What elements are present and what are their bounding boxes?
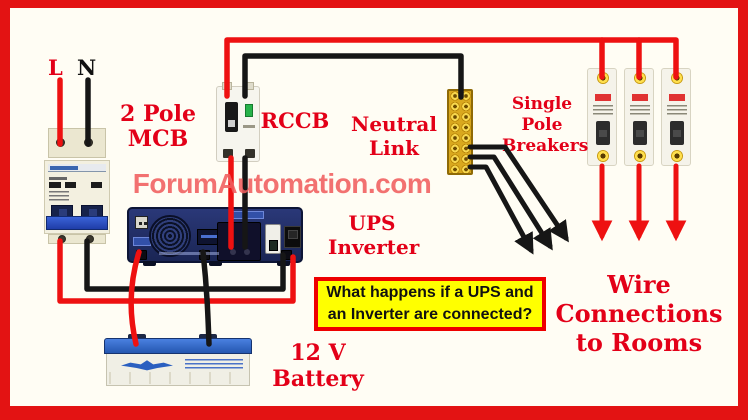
rccb-label-line xyxy=(243,125,255,128)
inverter-small-socket xyxy=(135,216,148,229)
battery-body xyxy=(106,354,250,386)
wire-neutral-to-room-arrow-2 xyxy=(467,154,553,251)
wire-neutral-to-room-arrow-3 xyxy=(467,164,534,255)
wire-neutral-to-room-arrow-1 xyxy=(467,144,569,243)
neutral-link-bar xyxy=(447,89,473,175)
inverter-foot xyxy=(143,261,156,266)
mcb-brand-strip xyxy=(48,164,106,172)
mcb-rating-box xyxy=(91,182,102,188)
breaker-spec-lines xyxy=(667,105,687,117)
battery-device xyxy=(104,334,252,388)
two-pole-mcb-device xyxy=(44,128,110,244)
wire-rccb-to-neutral-link xyxy=(242,53,464,100)
breaker-bottom-terminal xyxy=(671,150,683,162)
wire-inverter-to-battery-negative xyxy=(200,249,212,347)
breaker-red-label xyxy=(632,94,648,101)
battery-case-seams xyxy=(109,372,249,384)
breaker-toggle xyxy=(596,121,610,145)
label-2-pole-mcb: 2 Pole MCB xyxy=(120,101,196,152)
wire-mcb-to-inverter-live xyxy=(57,238,296,304)
wire-live-top-bus xyxy=(224,37,679,99)
mcb-rating-box xyxy=(49,182,61,188)
question-line-1: What happens if a UPS and xyxy=(326,284,534,302)
mcb-rating-box xyxy=(65,182,76,188)
breaker-bottom-terminal xyxy=(634,150,646,162)
watermark-forumautomation: ForumAutomation.com xyxy=(132,168,432,199)
breaker-red-label xyxy=(669,94,685,101)
label-neutral-link: Neutral Link xyxy=(351,112,437,160)
rccb-device xyxy=(216,82,260,162)
breaker-red-label xyxy=(595,94,611,101)
label-wire-connections-to-rooms: Wire Connections to Rooms xyxy=(555,270,723,357)
rccb-bottom-terminal xyxy=(245,149,255,158)
question-line-2: an Inverter are connected? xyxy=(327,306,533,323)
label-ups-inverter: UPS Inverter xyxy=(328,211,420,259)
single-pole-breaker-1 xyxy=(587,68,617,166)
inverter-power-switch xyxy=(284,226,301,248)
label-single-pole-breakers: Single Pole Breakers xyxy=(502,94,589,156)
breaker-spec-lines xyxy=(593,105,613,117)
mcb-toggle-bar xyxy=(46,216,108,230)
rccb-toggle-switch xyxy=(225,102,238,132)
single-pole-breaker-2 xyxy=(624,68,654,166)
label-line-live: L xyxy=(48,55,63,80)
breaker-spec-lines xyxy=(630,105,650,117)
breaker-bottom-terminal xyxy=(597,150,609,162)
mcb-spec-text xyxy=(49,177,67,180)
mcb-body xyxy=(44,160,110,234)
inverter-outlet-socket xyxy=(217,222,261,261)
mcb-spec-lines xyxy=(49,191,69,203)
inverter-bottom-text xyxy=(159,252,219,255)
inverter-breaker-switch xyxy=(265,224,281,254)
label-line-neutral: N xyxy=(77,55,97,80)
question-box: What happens if a UPS and an Inverter ar… xyxy=(314,277,546,331)
breaker-toggle xyxy=(633,121,647,145)
battery-brand-logo xyxy=(121,360,173,371)
inverter-fan-grille xyxy=(149,215,191,257)
breaker-toggle xyxy=(670,121,684,145)
label-rccb: RCCB xyxy=(260,108,330,133)
wire-inverter-to-battery-positive xyxy=(128,249,142,347)
rccb-bottom-terminal xyxy=(223,149,233,158)
label-12v-battery: 12 V Battery xyxy=(272,340,364,392)
battery-label-text xyxy=(185,359,243,369)
battery-top-cover xyxy=(104,338,252,354)
inverter-foot xyxy=(209,261,222,266)
rccb-status-indicator xyxy=(245,104,253,117)
wire-mcb-to-inverter-neutral xyxy=(84,238,286,292)
